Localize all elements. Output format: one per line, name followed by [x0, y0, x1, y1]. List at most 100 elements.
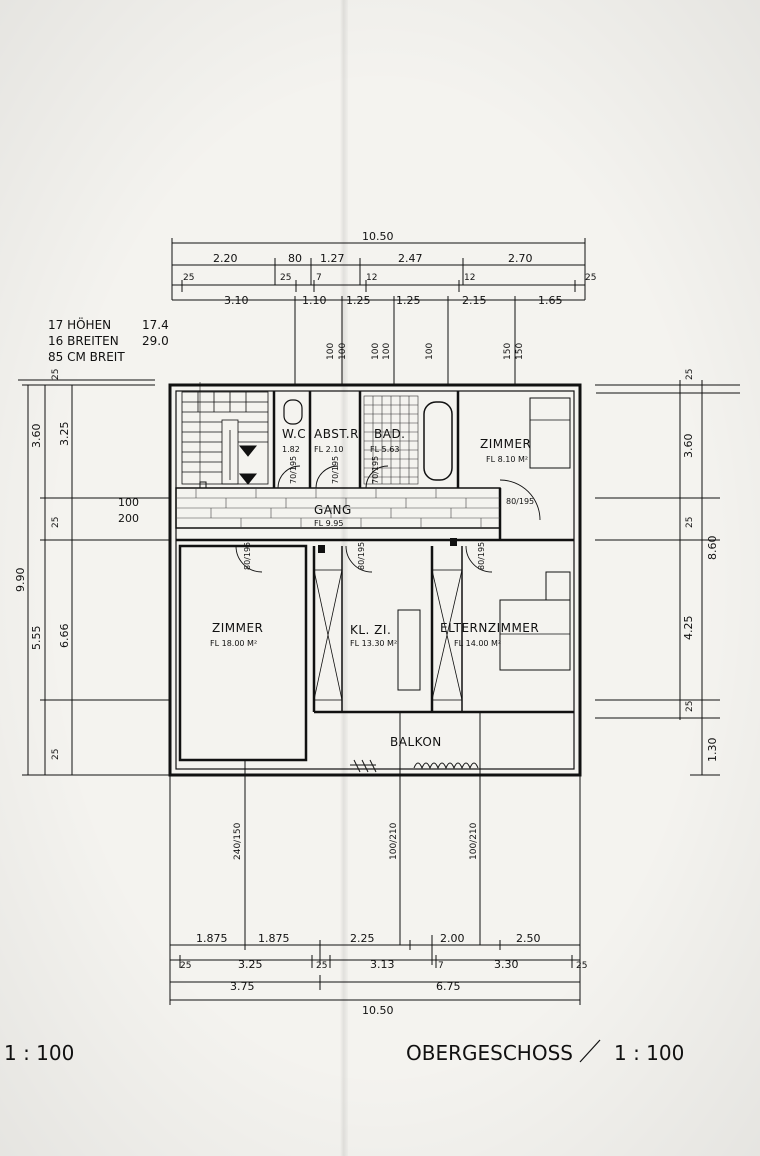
stair-note-line2: 16 BREITEN [48, 334, 119, 348]
dim-top-row3: 1.10 [302, 294, 327, 307]
dim-bottom-row2: 3.25 [238, 958, 263, 971]
opening-label: 150 [503, 343, 513, 360]
scale-left-label: 1 : 100 [4, 1041, 74, 1065]
dim-right-25: 25 [685, 701, 695, 712]
dim-bottom-row1: 2.00 [440, 932, 465, 945]
opening-label: 100 [425, 343, 435, 360]
scale-right-label: 1 : 100 [614, 1041, 684, 1065]
dim-top-row1: 2.70 [508, 252, 533, 265]
stair-note-line2-value: 29.0 [142, 334, 169, 348]
room-label-kl-zi: KL. ZI. [350, 623, 391, 637]
bathtub [423, 401, 453, 481]
dim-top-row3: 1.25 [396, 294, 421, 307]
dim-bottom-row2: 7 [438, 961, 444, 971]
room-area-zimmer-large: FL 18.00 M² [210, 639, 257, 648]
room-area-abstr: FL 2.10 [314, 445, 343, 454]
dim-right-outer: 8.60 [706, 536, 719, 561]
dim-right-a: 3.60 [682, 434, 695, 459]
dim-top-row3: 1.25 [346, 294, 371, 307]
dim-top-row3: 3.10 [224, 294, 249, 307]
dim-bottom-total: 10.50 [362, 1004, 394, 1017]
dim-top-row1: 2.20 [213, 252, 238, 265]
dim-bottom-row2: 3.30 [494, 958, 519, 971]
opening-label: 150 [515, 343, 525, 360]
dim-top-row2: 25 [183, 273, 194, 283]
dim-left-c: 5.55 [30, 626, 43, 651]
room-area-bad: FL 5.63 [370, 445, 399, 454]
door-label: 80/195 [357, 542, 366, 570]
room-area-wc: 1.82 [282, 445, 300, 454]
dim-bottom-row1: 1.875 [258, 932, 290, 945]
room-label-gang: GANG [314, 503, 352, 517]
room-label-zimmer-large: ZIMMER [212, 621, 263, 635]
door-label: 70/195 [331, 456, 340, 484]
door-label: 70/195 [289, 456, 298, 484]
dim-left-outer: 9.90 [14, 568, 27, 593]
door-label: 80/195 [506, 497, 534, 506]
dim-top-row2: 7 [316, 273, 322, 283]
dim-left-b: 3.25 [58, 422, 71, 447]
dim-bottom-row3: 3.75 [230, 980, 255, 993]
dim-bottom-row2: 25 [180, 961, 191, 971]
room-label-eltern: ELTERNZIMMER [440, 621, 539, 635]
opening-label: 100 [371, 343, 381, 360]
dim-top-total: 10.50 [362, 230, 394, 243]
outer-wall [168, 383, 582, 777]
dim-left-a: 3.60 [30, 424, 43, 449]
dim-bottom-row1: 2.50 [516, 932, 541, 945]
dim-left-25: 25 [51, 517, 61, 528]
opening-label: 100 [382, 343, 392, 360]
room-area-zimmer-ne: FL 8.10 M² [486, 455, 528, 464]
room-label-wc: W.C [282, 427, 306, 441]
bottom-opening-label: 100/210 [469, 822, 479, 860]
dim-top-row2: 25 [280, 273, 291, 283]
dim-bottom-row2: 25 [316, 961, 327, 971]
gang-door-label: 100 [118, 496, 139, 509]
dim-right-25: 25 [685, 517, 695, 528]
dim-top-row2: 12 [366, 273, 377, 283]
staircase [181, 391, 269, 485]
room-area-kl-zi: FL 13.30 M² [350, 639, 397, 648]
zimmer-large-room [178, 544, 308, 762]
opening-label: 100 [338, 343, 348, 360]
door-label: 80/195 [243, 542, 252, 570]
bottom-opening-label: 240/150 [233, 822, 243, 860]
paper-fold [340, 0, 348, 1156]
dim-right-c: 1.30 [706, 738, 719, 763]
room-label-zimmer-ne: ZIMMER [480, 437, 531, 451]
door-label: 70/195 [371, 456, 380, 484]
stair-note-line1-value: 17.4 [142, 318, 169, 332]
room-area-eltern: FL 14.00 M² [454, 639, 501, 648]
dim-bottom-row3: 6.75 [436, 980, 461, 993]
dim-right-b: 4.25 [682, 616, 695, 641]
dim-left-25: 25 [51, 369, 61, 380]
room-area-gang: FL 9.95 [314, 519, 343, 528]
room-label-abstr: ABST.R. [314, 427, 363, 441]
room-label-balkon: BALKON [390, 735, 442, 749]
dim-top-row2: 25 [585, 273, 596, 283]
dim-bottom-row2: 3.13 [370, 958, 395, 971]
stair-note-line1: 17 HÖHEN [48, 316, 111, 332]
toilet [283, 399, 303, 425]
plan-title: OBERGESCHOSS [406, 1041, 573, 1065]
dim-left-25: 25 [51, 749, 61, 760]
dim-top-row1: 80 [288, 252, 302, 265]
dim-top-row3: 1.65 [538, 294, 563, 307]
dim-bottom-row2: 25 [576, 961, 587, 971]
bottom-opening-label: 100/210 [389, 822, 399, 860]
dim-bottom-row1: 2.25 [350, 932, 375, 945]
stair-arrow-icon [238, 445, 258, 457]
dim-top-row3: 2.15 [462, 294, 487, 307]
dim-top-row1: 2.47 [398, 252, 423, 265]
gang-door-label-2: 200 [118, 512, 139, 525]
dim-top-row1: 1.27 [320, 252, 345, 265]
dim-top-row2: 12 [464, 273, 475, 283]
room-label-bad: BAD. [374, 427, 406, 441]
dim-bottom-row1: 1.875 [196, 932, 228, 945]
dim-right-25: 25 [685, 369, 695, 380]
opening-label: 100 [326, 343, 336, 360]
door-label: 80/195 [477, 542, 486, 570]
dim-left-d: 6.66 [58, 624, 71, 649]
stair-note-line3: 85 CM BREIT [48, 350, 125, 364]
